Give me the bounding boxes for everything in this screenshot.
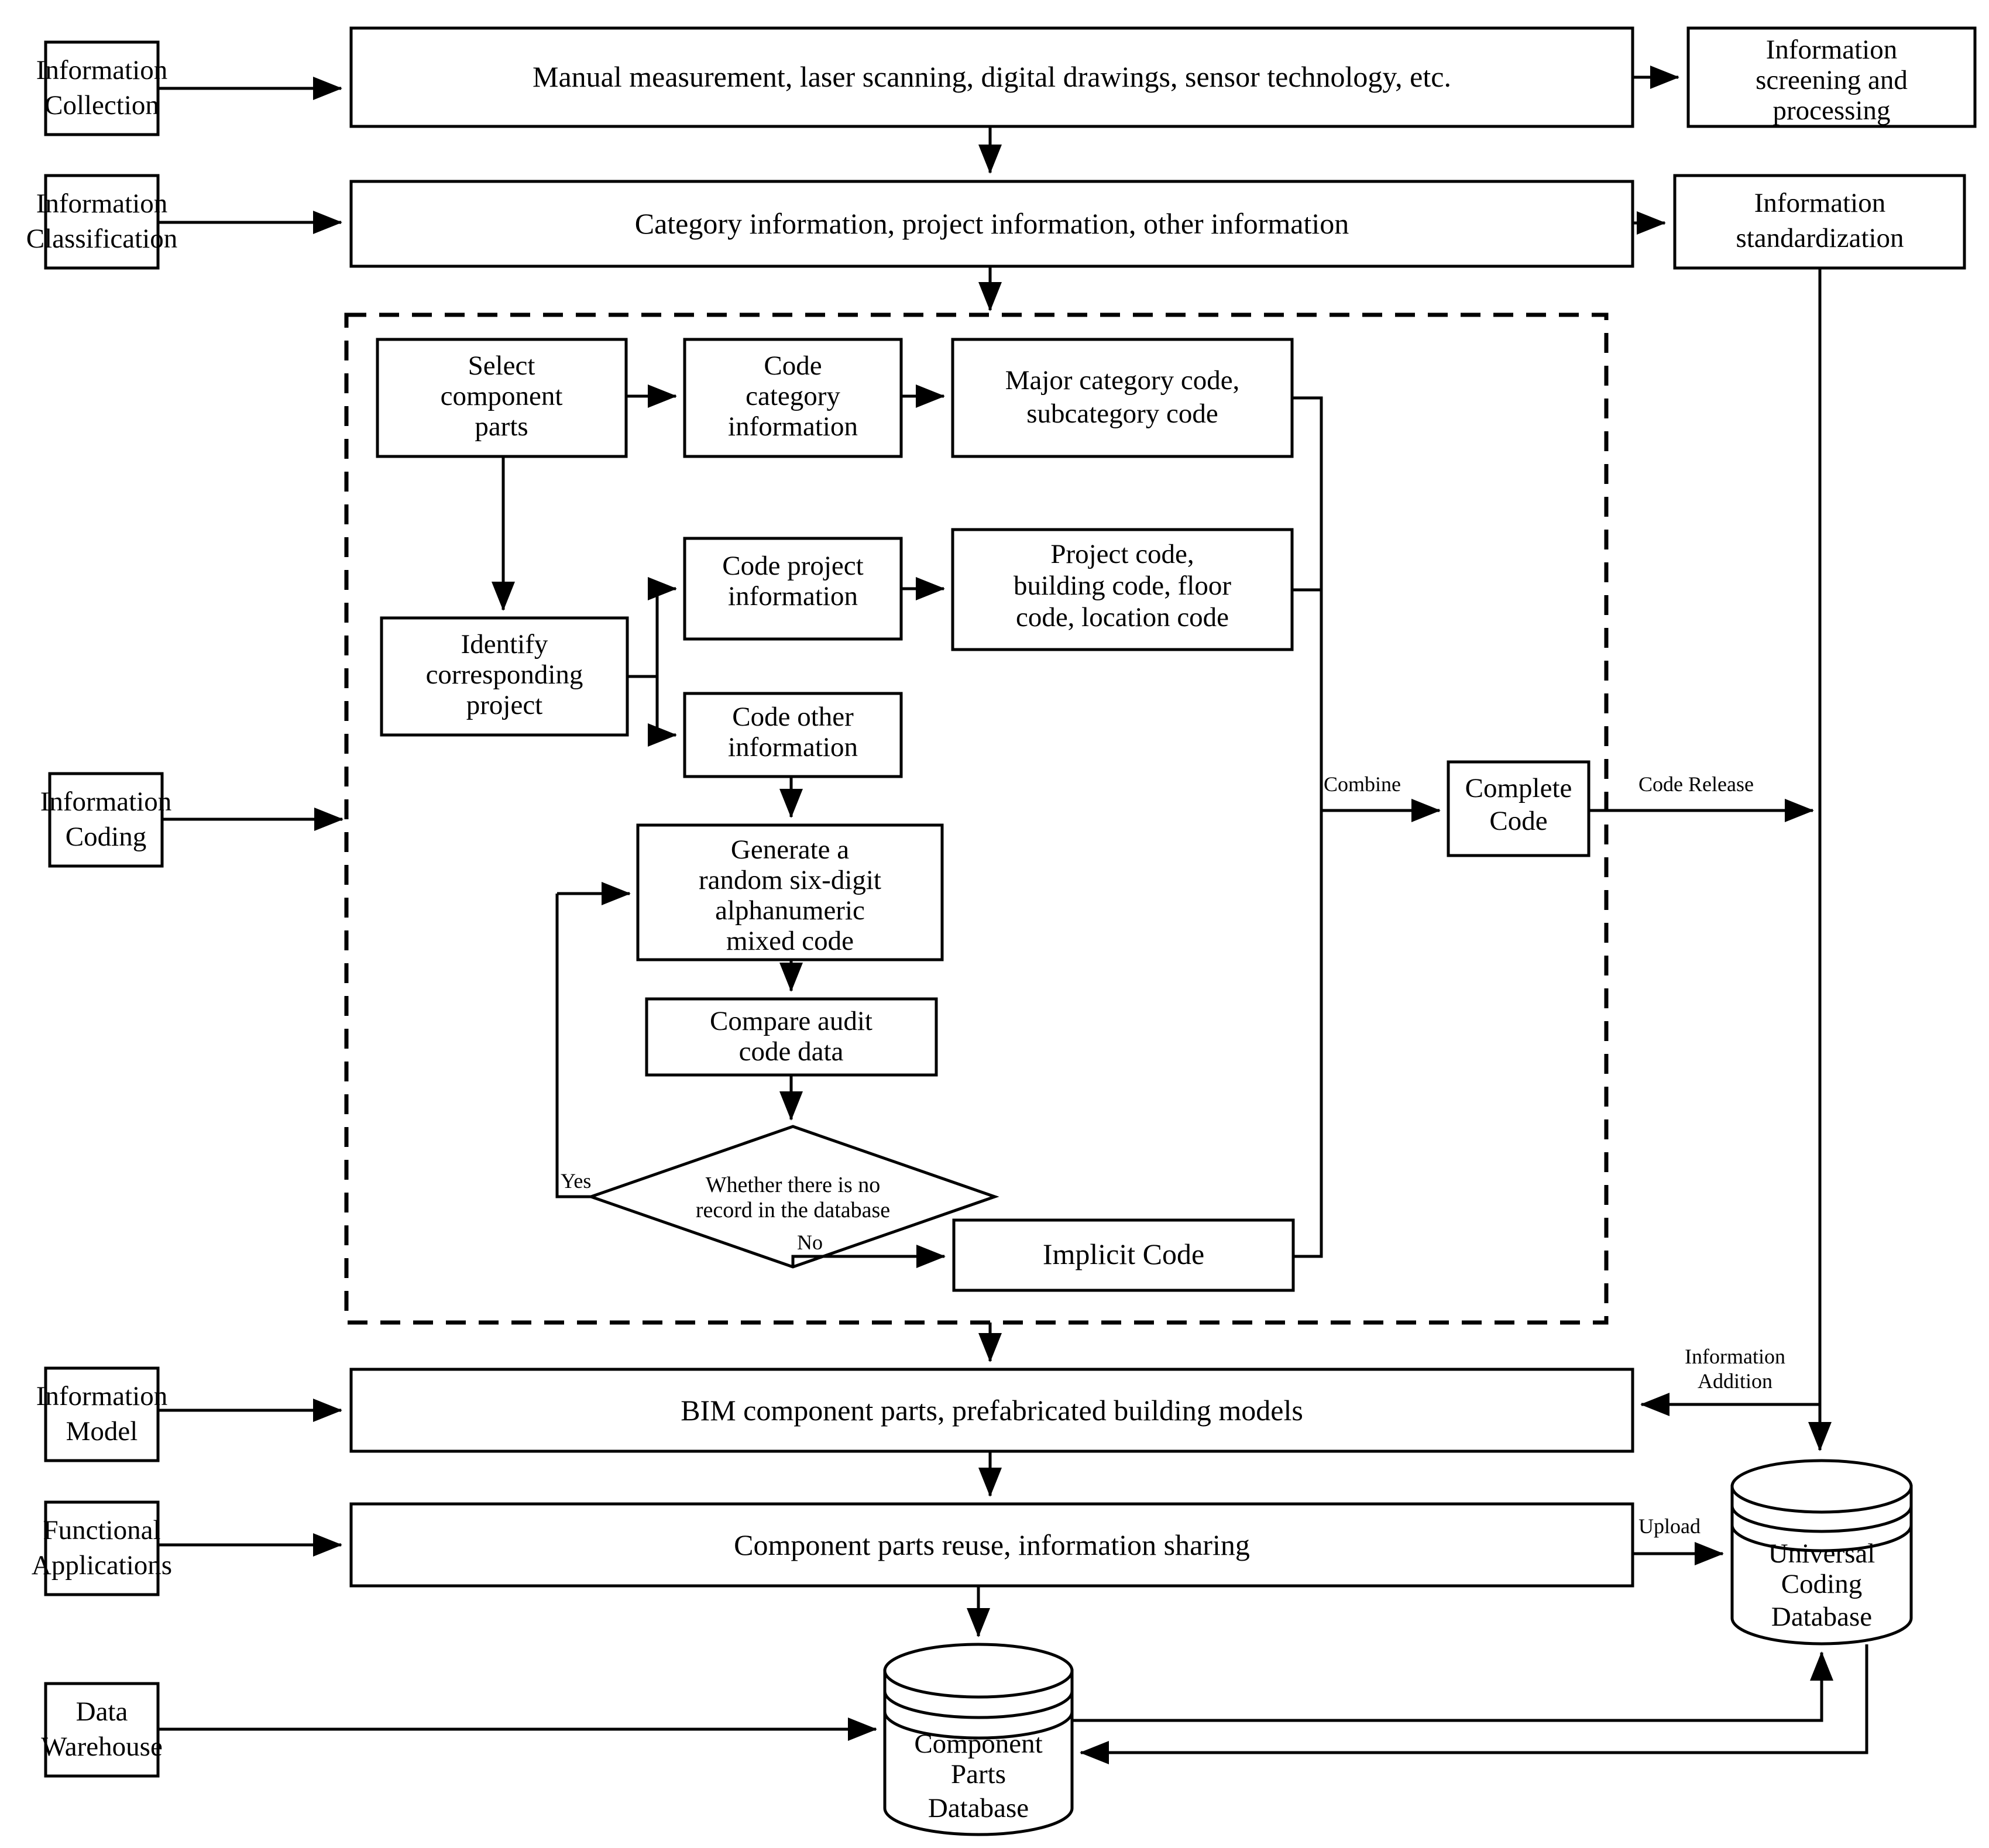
stage-label-line: Applications (32, 1550, 172, 1581)
database-text-line: Universal (1768, 1538, 1875, 1569)
box-text-line: Code project (722, 551, 863, 581)
box-identify-corresponding-project[interactable]: Identify corresponding project (380, 616, 629, 737)
box-implicit-code[interactable]: Implicit Code (952, 1218, 1295, 1292)
edge-label-combine: Combine (1324, 772, 1401, 796)
box-text-line: category (746, 381, 840, 411)
bar-text: Manual measurement, laser scanning, digi… (533, 60, 1451, 93)
box-text-line: processing (1772, 95, 1890, 126)
box-text-line: alphanumeric (715, 895, 865, 926)
box-compare-audit-code-data[interactable]: Compare audit code data (645, 997, 938, 1077)
box-generate-random-code[interactable]: Generate a random six-digit alphanumeric… (636, 823, 944, 961)
bar-information-model[interactable]: BIM component parts, prefabricated build… (349, 1368, 1634, 1453)
stage-label-information-collection[interactable]: Information Collection (36, 40, 168, 136)
box-text-line: Identify (461, 629, 548, 659)
box-code-category-information[interactable]: Code category information (683, 338, 903, 458)
stage-label-line: Coding (66, 822, 146, 852)
stage-label-information-classification[interactable]: Information Classification (26, 174, 177, 270)
database-universal-coding[interactable]: Universal Coding Database (1730, 1459, 1913, 1646)
box-text-line: code, location code (1016, 602, 1229, 633)
database-text-line: Database (1771, 1602, 1872, 1632)
database-text-line: Component (914, 1729, 1042, 1759)
box-text-line: Major category code, (1005, 365, 1240, 396)
bar-text: BIM component parts, prefabricated build… (681, 1394, 1303, 1427)
edge-component-db-to-universal-db (1072, 1651, 1833, 1722)
database-component-parts[interactable]: Component Parts Database (883, 1643, 1074, 1836)
box-text-line: Compare audit (710, 1006, 872, 1036)
box-text-line: Select (468, 351, 535, 381)
box-text-line: information (728, 411, 858, 442)
box-project-code[interactable]: Project code, building code, floor code,… (951, 528, 1294, 651)
edge-collector-vertical (1292, 396, 1323, 1258)
bar-text: Category information, project informatio… (635, 207, 1349, 240)
bar-collection-methods[interactable]: Manual measurement, laser scanning, digi… (349, 26, 1634, 128)
box-information-standardization[interactable]: Information standardization (1673, 174, 1966, 270)
stage-label-line: Data (76, 1696, 128, 1727)
box-text-line: information (728, 732, 858, 762)
box-text-line: Project code, (1050, 539, 1194, 569)
stage-label-line: Classification (26, 224, 177, 254)
edge-label-information-addition: Information (1685, 1345, 1785, 1368)
box-code-project-information[interactable]: Code project information (683, 537, 903, 641)
bar-functional-applications[interactable]: Component parts reuse, information shari… (349, 1502, 1634, 1588)
edge-identify-fork-up (627, 589, 659, 678)
box-text-line: project (466, 690, 543, 720)
stage-label-line: Warehouse (41, 1732, 163, 1762)
box-text-line: building code, floor (1014, 571, 1231, 601)
bar-text: Component parts reuse, information shari… (734, 1528, 1250, 1561)
decision-text-line: Whether there is no (706, 1173, 881, 1197)
stage-label-information-model[interactable]: Information Model (36, 1366, 168, 1462)
box-text-line: mixed code (726, 926, 854, 956)
decision-text-line: record in the database (696, 1198, 890, 1222)
edge-label-upload: Upload (1638, 1514, 1701, 1538)
box-complete-code[interactable]: Complete Code (1447, 760, 1590, 857)
database-text-line: Coding (1781, 1569, 1862, 1599)
box-information-screening[interactable]: Information screening and processing (1686, 26, 1977, 128)
box-text-line: Code (1489, 806, 1547, 836)
edge-label-information-addition: Addition (1698, 1369, 1772, 1393)
box-text-line: code data (739, 1036, 844, 1067)
edge-no-to-implicit (791, 1245, 946, 1268)
stage-label-line: Collection (44, 90, 159, 121)
box-text-line: screening and (1756, 65, 1908, 95)
box-text-line: Code other (732, 702, 854, 732)
box-text-line: random six-digit (699, 865, 881, 895)
stage-label-line: Information (36, 1381, 168, 1411)
decision-whether-no-record[interactable]: Whether there is no record in the databa… (586, 1125, 999, 1269)
stage-label-line: Model (66, 1416, 138, 1447)
box-text-line: Implicit Code (1043, 1238, 1204, 1270)
stage-label-information-coding[interactable]: Information Coding (40, 772, 172, 868)
box-text-line: parts (475, 411, 528, 442)
edge-label-code-release: Code Release (1638, 772, 1754, 796)
box-text-line: Code (764, 351, 822, 381)
box-text-line: component (441, 381, 563, 411)
information-coding-region (344, 312, 1609, 1325)
stage-label-line: Information (40, 786, 172, 817)
box-text-line: Information (1754, 188, 1886, 218)
database-text-line: Database (928, 1793, 1029, 1823)
box-code-other-information[interactable]: Code other information (683, 692, 903, 778)
stage-label-data-warehouse[interactable]: Data Warehouse (41, 1682, 163, 1778)
box-text-line: subcategory code (1026, 399, 1218, 429)
edge-universal-db-to-component-db (1080, 1644, 1868, 1764)
box-major-category-code[interactable]: Major category code, subcategory code (951, 338, 1294, 458)
box-text-line: corresponding (426, 659, 583, 690)
database-text-line: Parts (951, 1759, 1006, 1789)
decision-yes-label: Yes (561, 1169, 591, 1193)
stage-label-line: Functional (43, 1515, 160, 1545)
box-text-line: standardization (1736, 223, 1904, 253)
box-text-line: Information (1766, 35, 1898, 65)
stage-label-functional-applications[interactable]: Functional Applications (32, 1500, 172, 1596)
edge-yes-loop-vertical (555, 894, 591, 1198)
box-select-component-parts[interactable]: Select component parts (376, 338, 628, 458)
box-text-line: information (728, 581, 858, 612)
bar-classification-types[interactable]: Category information, project informatio… (349, 180, 1634, 268)
stage-label-line: Information (36, 55, 168, 85)
box-text-line: Complete (1465, 773, 1572, 803)
box-text-line: Generate a (731, 834, 849, 865)
decision-no-label: No (797, 1231, 823, 1254)
stage-label-line: Information (36, 188, 168, 219)
